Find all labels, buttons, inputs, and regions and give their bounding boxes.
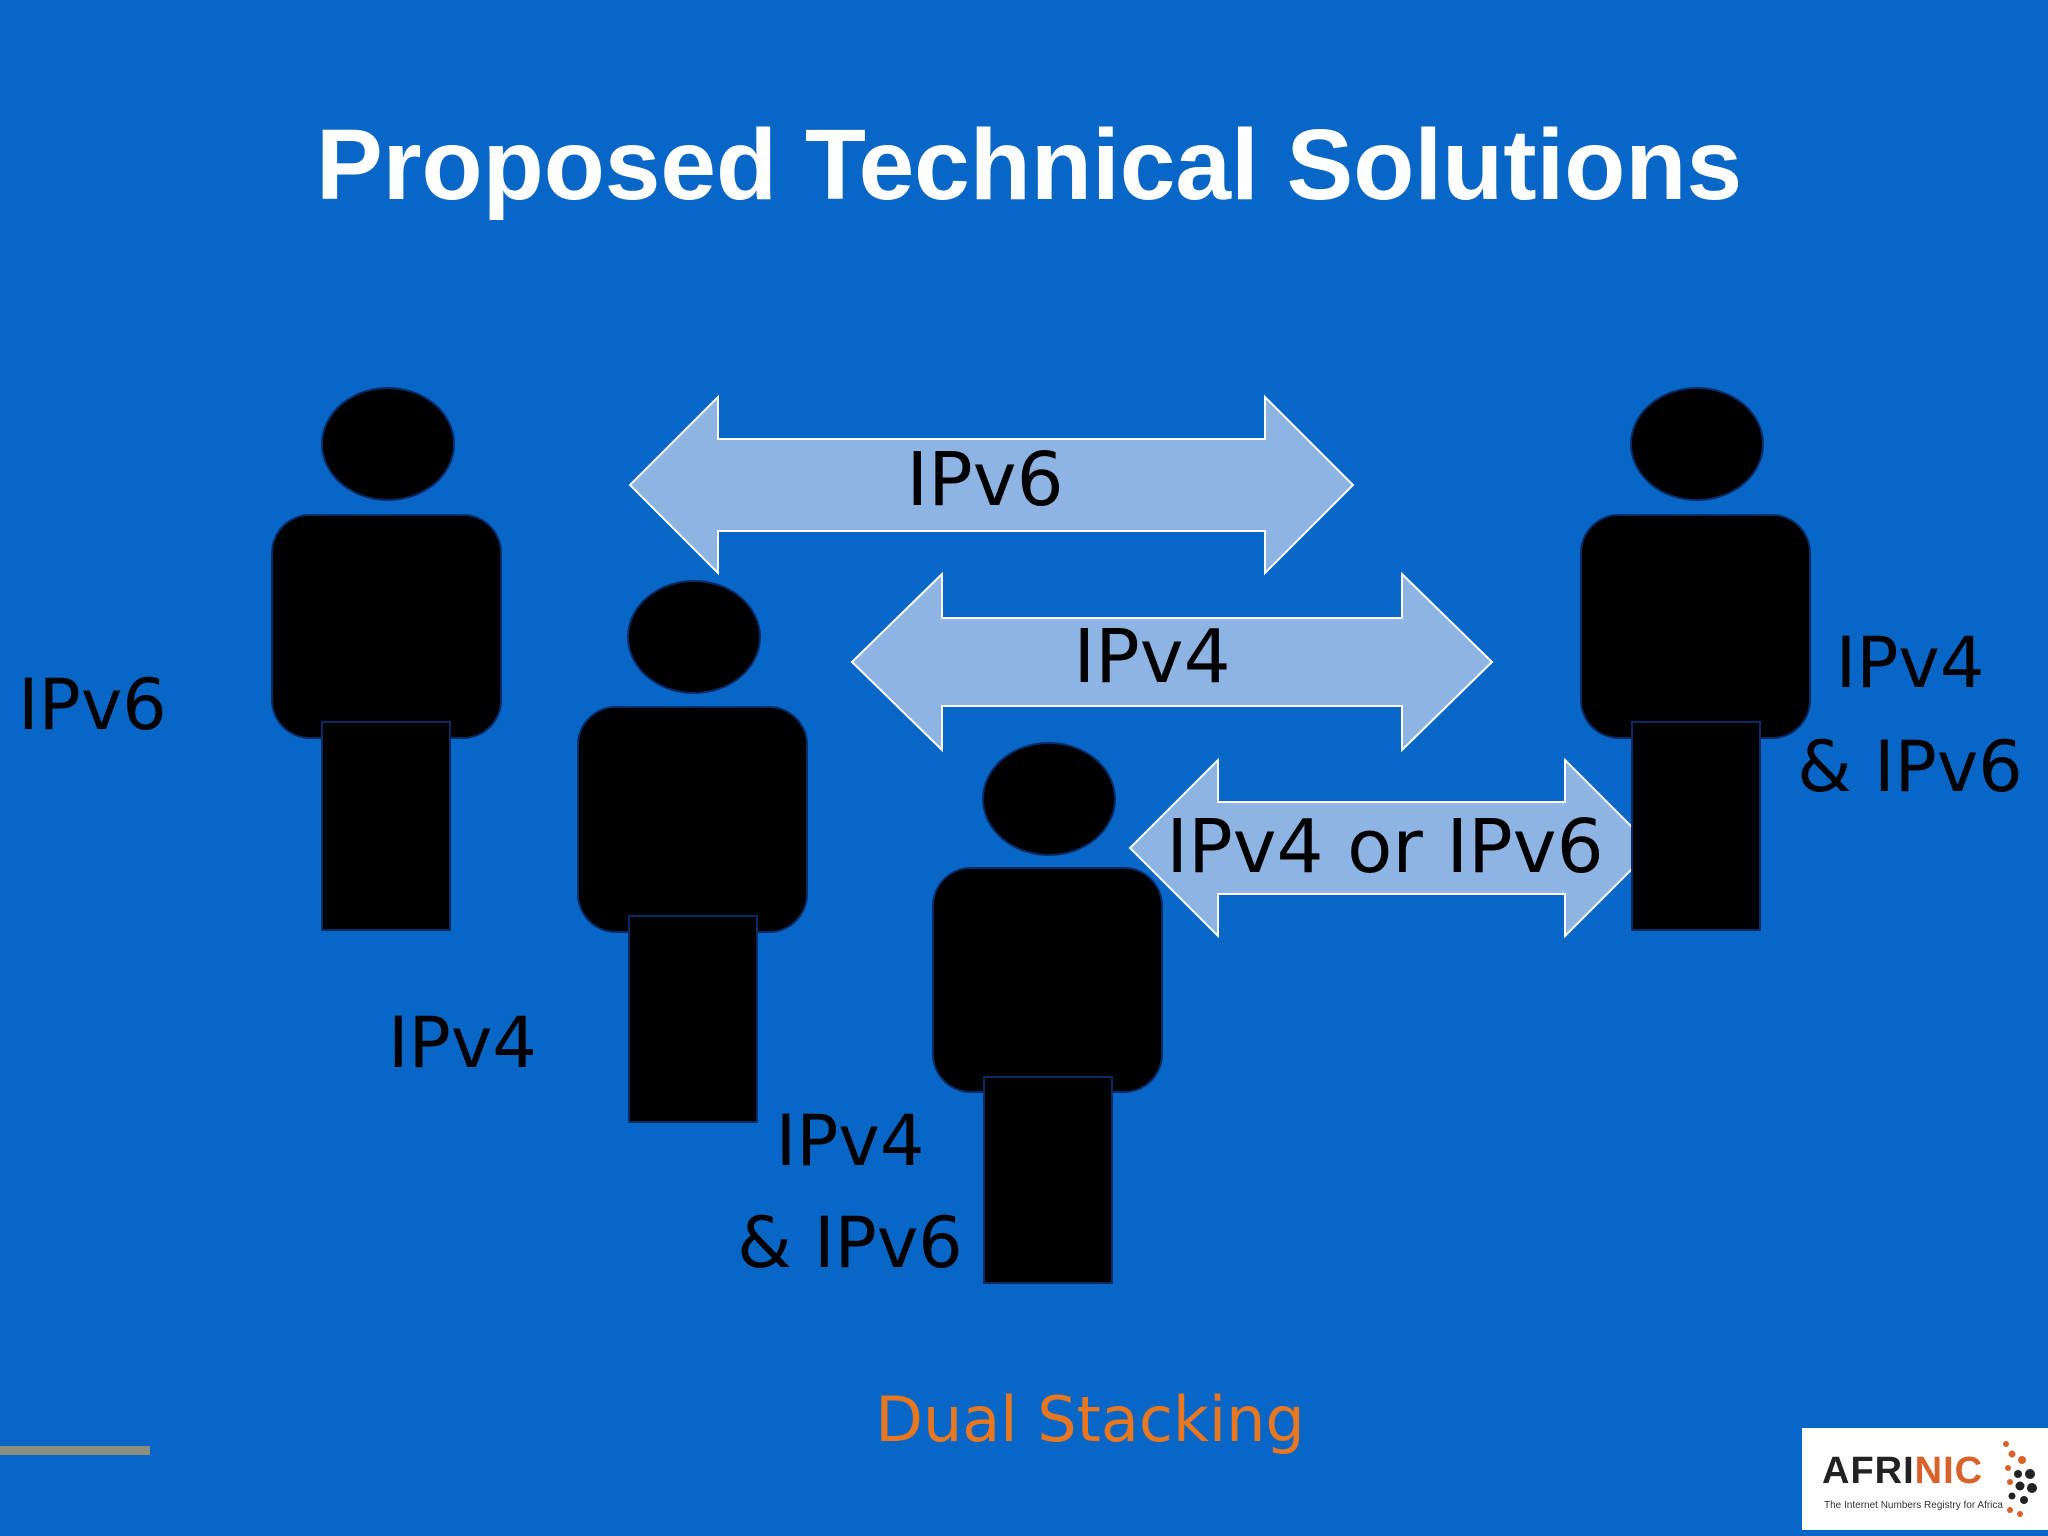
person-label-ipv6: IPv6 — [18, 664, 167, 746]
person-body — [932, 867, 1163, 1093]
person-label-dual-center-line2: & IPv6 — [737, 1202, 963, 1284]
person-label-dual-center-line1: IPv4 — [775, 1100, 925, 1182]
arrow-ipv4 — [850, 571, 1494, 753]
person-label-dual-right-line2: & IPv6 — [1797, 726, 2023, 808]
person-dual-stack-right — [1580, 387, 1811, 931]
person-legs — [321, 721, 451, 931]
person-head — [627, 580, 761, 694]
person-label-ipv4: IPv4 — [388, 1002, 537, 1084]
person-body — [577, 706, 808, 933]
accent-line — [0, 1446, 150, 1455]
person-body — [1580, 514, 1811, 739]
slide-caption: Dual Stacking — [875, 1383, 1305, 1456]
person-head — [982, 742, 1116, 856]
logo-wordmark: AFRINIC — [1822, 1450, 1984, 1492]
afrinic-logo: AFRINIC The Internet Numbers Registry fo… — [1802, 1428, 2048, 1530]
logo-dots-icon — [2003, 1441, 2037, 1517]
person-legs — [628, 915, 758, 1123]
arrow-label-ipv4: IPv4 — [1073, 614, 1231, 700]
person-label-dual-right-line1: IPv4 — [1835, 622, 1985, 704]
logo-tagline: The Internet Numbers Registry for Africa — [1824, 1500, 2003, 1511]
arrow-label-ipv6: IPv6 — [906, 437, 1064, 523]
person-head — [321, 387, 455, 501]
person-ipv6 — [271, 387, 502, 931]
arrow-label-ipv4-or-ipv6: IPv4 or IPv6 — [1166, 804, 1604, 890]
arrow-ipv6 — [628, 394, 1355, 576]
slide-title: Proposed Technical Solutions — [315, 109, 1743, 221]
person-legs — [1631, 721, 1761, 931]
person-legs — [983, 1076, 1113, 1284]
person-ipv4 — [577, 580, 808, 1123]
person-body — [271, 514, 502, 739]
person-head — [1630, 387, 1764, 501]
person-dual-stack-center — [932, 742, 1163, 1284]
